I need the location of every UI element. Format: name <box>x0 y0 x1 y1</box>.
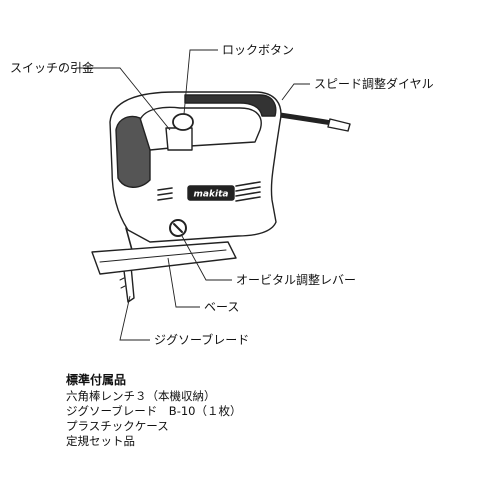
accessory-item: 定規セット品 <box>66 434 135 448</box>
accessories-title: 標準付属品 <box>66 373 127 387</box>
label-jigsaw-blade: ジグソーブレード <box>154 333 250 347</box>
jigsaw-diagram: makita <box>76 49 351 341</box>
brand-logo: makita <box>194 190 229 200</box>
leader-blade <box>119 295 150 341</box>
switch-trigger <box>165 127 193 151</box>
leader-base <box>167 257 200 308</box>
front-grip <box>115 115 151 188</box>
label-speed-dial: スピード調整ダイヤル <box>314 77 434 91</box>
label-base: ベース <box>204 300 240 314</box>
label-lock-button: ロックボタン <box>222 43 295 57</box>
accessory-item: ジグソーブレード B-10（１枚） <box>66 404 242 418</box>
leader-lock <box>183 49 218 115</box>
leader-switch <box>76 67 171 131</box>
brand-plate <box>187 185 235 201</box>
accessories-section: 標準付属品 六角棒レンチ３（本機収納） ジグソーブレード B-10（１枚） プラ… <box>66 373 241 449</box>
rear-top-cover <box>184 94 277 117</box>
cord-plug <box>327 118 351 132</box>
accessory-item: 六角棒レンチ３（本機収納） <box>66 389 216 403</box>
base-plate <box>91 241 237 275</box>
label-switch-trigger: スイッチの引金 <box>10 61 95 75</box>
leader-orbital <box>181 235 232 281</box>
motor-vents <box>157 181 261 202</box>
lock-button <box>172 113 194 131</box>
leader-speed <box>281 83 310 101</box>
label-orbital-lever: オービタル調整レバー <box>236 273 357 287</box>
accessory-item: プラスチックケース <box>66 419 169 433</box>
